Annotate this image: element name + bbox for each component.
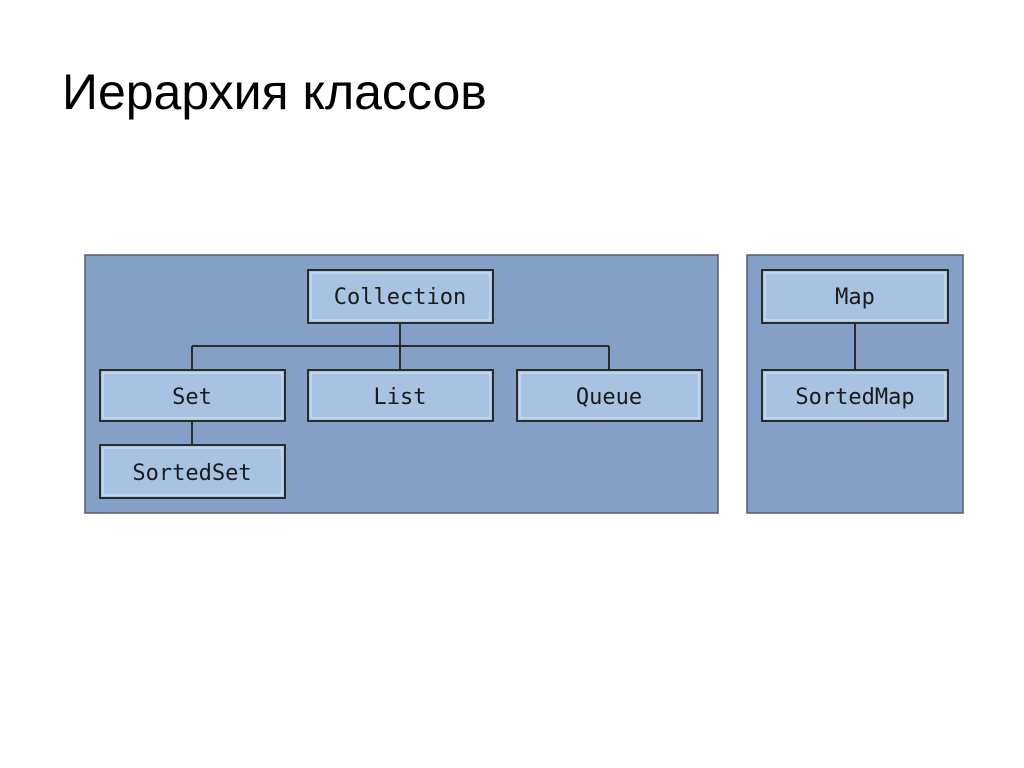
node-set: Set (99, 369, 286, 422)
node-list: List (307, 369, 494, 422)
node-queue: Queue (516, 369, 703, 422)
node-sortedmap: SortedMap (761, 369, 949, 422)
node-collection: Collection (307, 269, 494, 324)
node-queue-label: Queue (576, 385, 642, 410)
node-map-label: Map (835, 285, 875, 310)
collection-connectors (191, 323, 610, 445)
node-map: Map (761, 269, 949, 324)
node-set-label: Set (172, 385, 212, 410)
node-collection-label: Collection (334, 285, 466, 310)
node-sortedset: SortedSet (99, 444, 286, 499)
node-sortedmap-label: SortedMap (795, 385, 914, 410)
node-sortedset-label: SortedSet (132, 461, 251, 486)
node-list-label: List (374, 385, 427, 410)
slide-title: Иерархия классов (62, 64, 487, 120)
